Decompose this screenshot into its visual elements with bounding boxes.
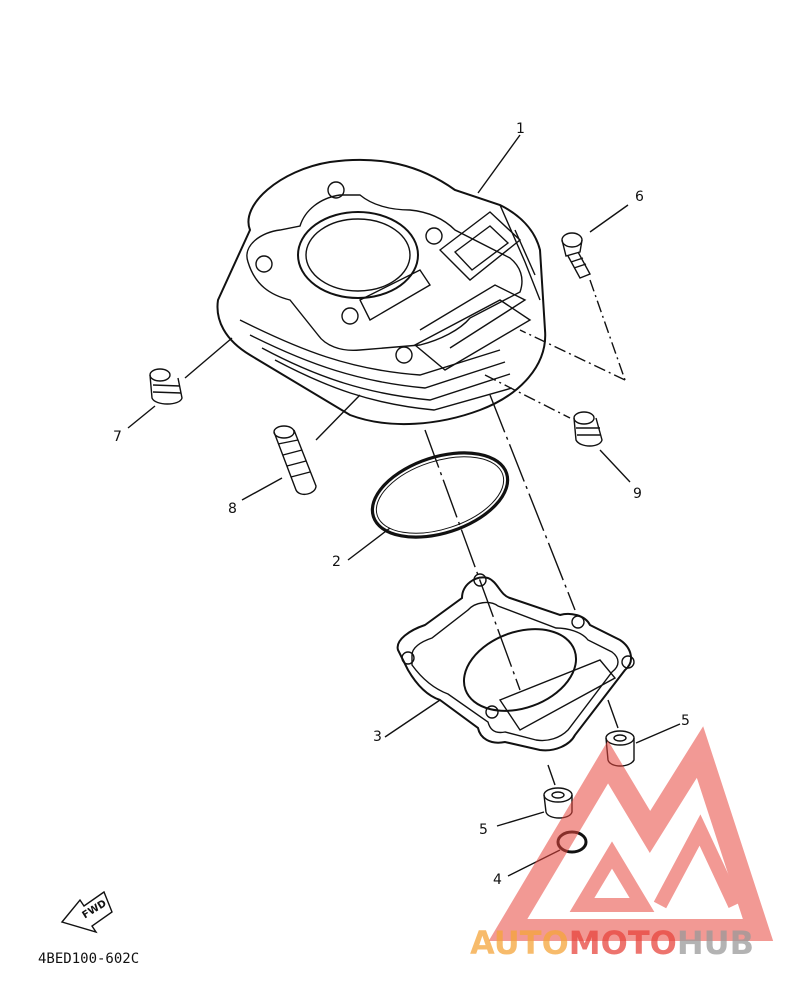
watermark-hub: HUB xyxy=(677,924,754,962)
cylinder-block xyxy=(216,158,547,426)
watermark-text: AUTOMOTOHUB xyxy=(470,924,754,962)
stud-8 xyxy=(273,425,317,496)
callout-2: 2 xyxy=(332,554,341,570)
callout-6: 6 xyxy=(635,189,644,205)
bolt xyxy=(561,232,591,279)
diagram-code: 4BED100-602C xyxy=(38,951,139,967)
callout-5-lower: 5 xyxy=(479,822,488,838)
callout-numbers: 1 2 3 4 5 5 6 7 8 9 xyxy=(113,121,690,888)
dowel-pin-7 xyxy=(149,368,183,405)
callout-1: 1 xyxy=(516,121,525,137)
callout-7: 7 xyxy=(113,429,122,445)
callout-5-upper: 5 xyxy=(681,713,690,729)
dowel-pin-9 xyxy=(573,411,603,447)
cylinder-gasket xyxy=(396,573,635,752)
callout-9: 9 xyxy=(633,486,642,502)
watermark-auto: AUTO xyxy=(470,924,569,962)
callout-3: 3 xyxy=(373,729,382,745)
callout-8: 8 xyxy=(228,501,237,517)
watermark-moto: MOTO xyxy=(569,924,677,962)
callout-4: 4 xyxy=(493,872,502,888)
o-ring xyxy=(370,451,510,539)
svg-text:AUTOMOTOHUB: AUTOMOTOHUB xyxy=(470,924,754,962)
forward-arrow-icon: FWD xyxy=(60,890,113,934)
watermark-logo xyxy=(488,726,774,941)
